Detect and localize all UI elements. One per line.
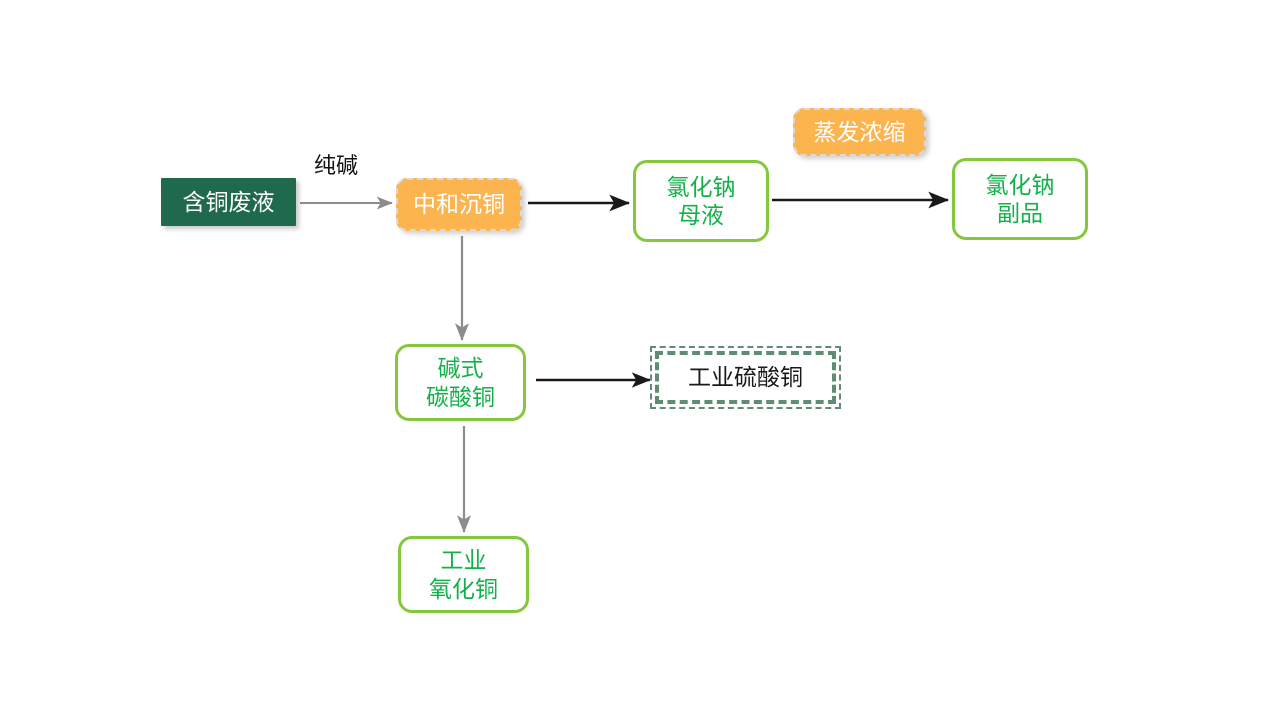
node-label: 中和沉铜: [413, 191, 505, 218]
node-basic-copper-carbonate[interactable]: 碱式 碳酸铜: [395, 344, 526, 421]
node-label: 氯化钠 副品: [985, 171, 1055, 226]
node-sodium-chloride-byproduct[interactable]: 氯化钠 副品: [952, 158, 1088, 240]
node-copper-waste-liquid[interactable]: 含铜废液: [161, 178, 296, 226]
node-label: 工业 氧化铜: [429, 547, 498, 602]
node-label: 蒸发浓缩: [813, 118, 906, 145]
node-label: 氯化钠 母液: [666, 173, 736, 228]
edge-label-soda-ash-label: 纯碱: [314, 153, 359, 178]
node-label: 碱式 碳酸铜: [426, 355, 495, 410]
node-sodium-chloride-mother-liquor[interactable]: 氯化钠 母液: [633, 160, 769, 242]
node-label: 含铜废液: [182, 188, 275, 215]
node-industrial-copper-oxide[interactable]: 工业 氧化铜: [398, 536, 529, 613]
node-evaporation-concentration[interactable]: 蒸发浓缩: [793, 108, 926, 156]
node-neutralize-precipitate-copper[interactable]: 中和沉铜: [396, 178, 522, 231]
node-label: 工业硫酸铜: [688, 364, 803, 391]
node-industrial-copper-sulfate[interactable]: 工业硫酸铜: [650, 346, 841, 409]
